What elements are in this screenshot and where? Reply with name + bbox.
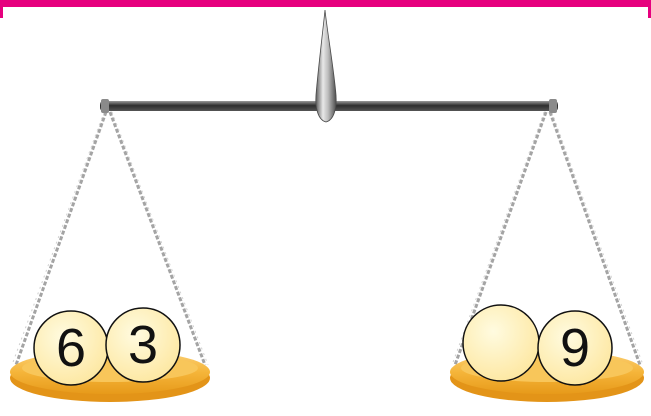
- left-ball-1-label: 6: [36, 313, 106, 383]
- scale-needle: [316, 10, 336, 122]
- right-ball-1-label: [466, 308, 536, 378]
- left-ball-2-label: 3: [108, 310, 178, 380]
- right-ball-2-label: 9: [540, 313, 610, 383]
